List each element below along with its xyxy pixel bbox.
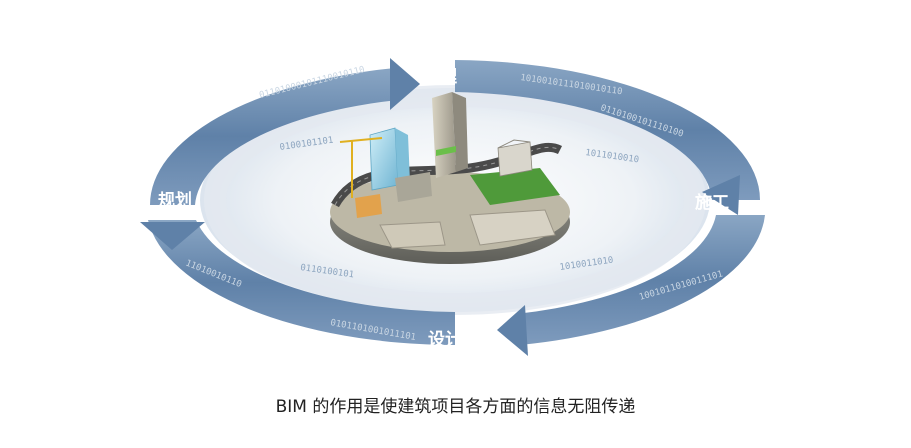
orange-frame (355, 194, 382, 218)
ring-segment-bottom-right (516, 215, 765, 345)
diagram-caption: BIM 的作用是使建筑项目各方面的信息无阻传递 (275, 397, 636, 417)
stage-label-top: 管理 (423, 66, 457, 87)
plan-lot (469, 209, 556, 246)
arrow-head-bottom (497, 305, 528, 356)
glass-tower (369, 127, 399, 191)
road-overpass-line (334, 146, 561, 206)
arrow-head-right (702, 175, 740, 215)
stage-label-right: 施工 (695, 192, 729, 213)
green-lot (470, 168, 560, 205)
tower-green-stripe (436, 146, 456, 156)
stage-label-bottom: 设计 (428, 329, 462, 350)
center-tower (432, 92, 456, 178)
plan-lot-2 (379, 221, 446, 249)
stage-label-left: 规划 (158, 190, 192, 211)
low-building-left (395, 172, 432, 202)
crane-jib (339, 137, 383, 143)
arrow-head-top (390, 58, 420, 110)
ring-segment-top-left (149, 68, 398, 205)
factory-roof (497, 139, 531, 149)
city-model-illustration (330, 92, 570, 264)
ring-segment-bottom-left (148, 220, 455, 345)
ring-segment-top-right (455, 60, 760, 200)
glass-tower-side (395, 128, 410, 185)
low-building-right (497, 141, 533, 177)
arrow-head-left (140, 222, 205, 250)
